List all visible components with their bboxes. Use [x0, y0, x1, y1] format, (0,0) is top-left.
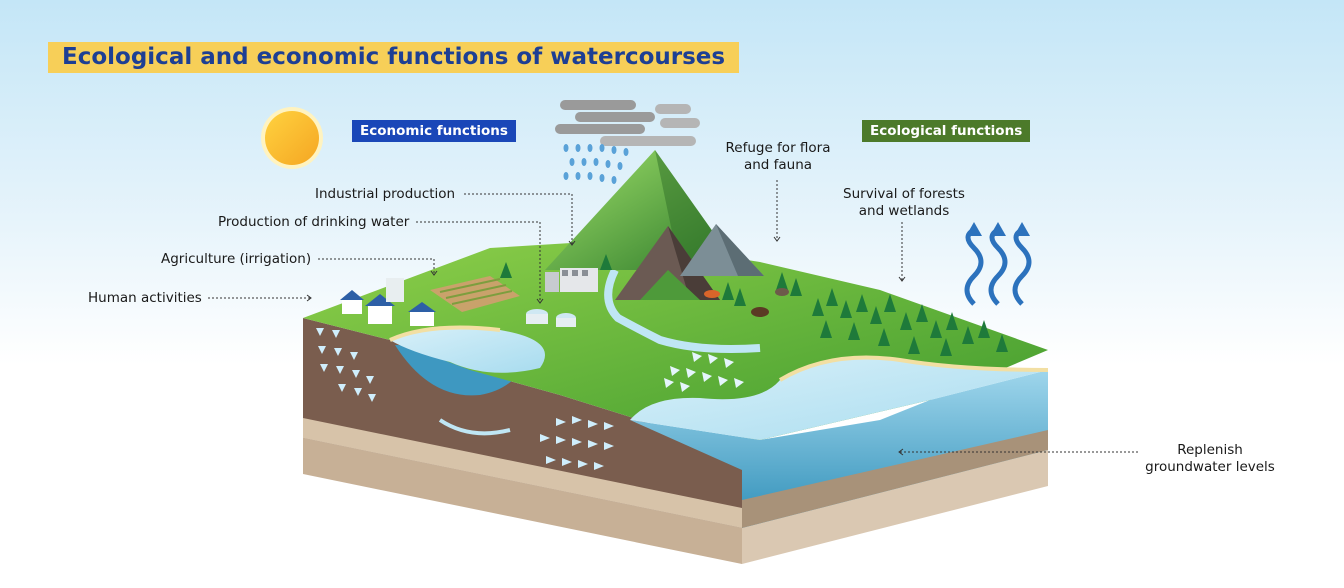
label-agriculture: Agriculture (irrigation)	[161, 251, 312, 267]
sun-icon	[261, 107, 323, 169]
sea-cross-section	[630, 370, 1048, 528]
label-human-activities: Human activities	[88, 290, 202, 306]
label-refuge-flora-fauna: Refuge for flora and fauna	[722, 140, 834, 174]
groundwater-arrows-middle	[540, 416, 614, 470]
label-groundwater-line2: groundwater levels	[1145, 459, 1275, 475]
ecological-functions-tag: Ecological functions	[862, 120, 1031, 142]
left-lake	[390, 327, 545, 373]
label-refuge-line1: Refuge for flora	[725, 140, 831, 156]
animals-icon	[704, 288, 789, 317]
rain-cloud-icon	[555, 100, 700, 146]
houses-icon	[340, 278, 436, 326]
label-industrial-production: Industrial production	[315, 186, 456, 202]
label-replenish-groundwater: Replenish groundwater levels	[1140, 442, 1280, 476]
factory-icon	[545, 268, 598, 292]
soil-front-strip	[303, 418, 742, 528]
label-survival-line2: and wetlands	[858, 203, 950, 219]
surface-arrows	[664, 352, 744, 392]
water-tanks-icon	[526, 309, 576, 327]
river	[604, 268, 761, 353]
sea-bed	[742, 430, 1048, 528]
evaporation-arrows-icon	[964, 227, 1032, 306]
economic-functions-tag: Economic functions	[352, 120, 516, 142]
label-groundwater-line1: Replenish	[1177, 442, 1243, 458]
page-title: Ecological and economic functions of wat…	[48, 42, 740, 73]
label-drinking-water: Production of drinking water	[218, 214, 410, 230]
right-lake	[630, 357, 1048, 440]
groundwater-arrows-left	[316, 328, 376, 402]
groundwater-flow-curve	[438, 418, 511, 436]
rain-drops	[563, 144, 629, 184]
soil-cross-section	[303, 318, 742, 528]
leader-arrowheads	[306, 236, 906, 456]
label-survival-forests-wetlands: Survival of forests and wetlands	[836, 186, 972, 220]
trees	[500, 254, 1008, 356]
label-survival-line1: Survival of forests	[843, 186, 965, 202]
leader-lines	[208, 180, 1138, 453]
river-sand	[389, 325, 501, 342]
bedrock-layer	[303, 438, 742, 564]
label-refuge-line2: and fauna	[743, 157, 813, 173]
bedrock-layer-right	[742, 450, 1048, 564]
farm-fields-icon	[430, 276, 520, 312]
